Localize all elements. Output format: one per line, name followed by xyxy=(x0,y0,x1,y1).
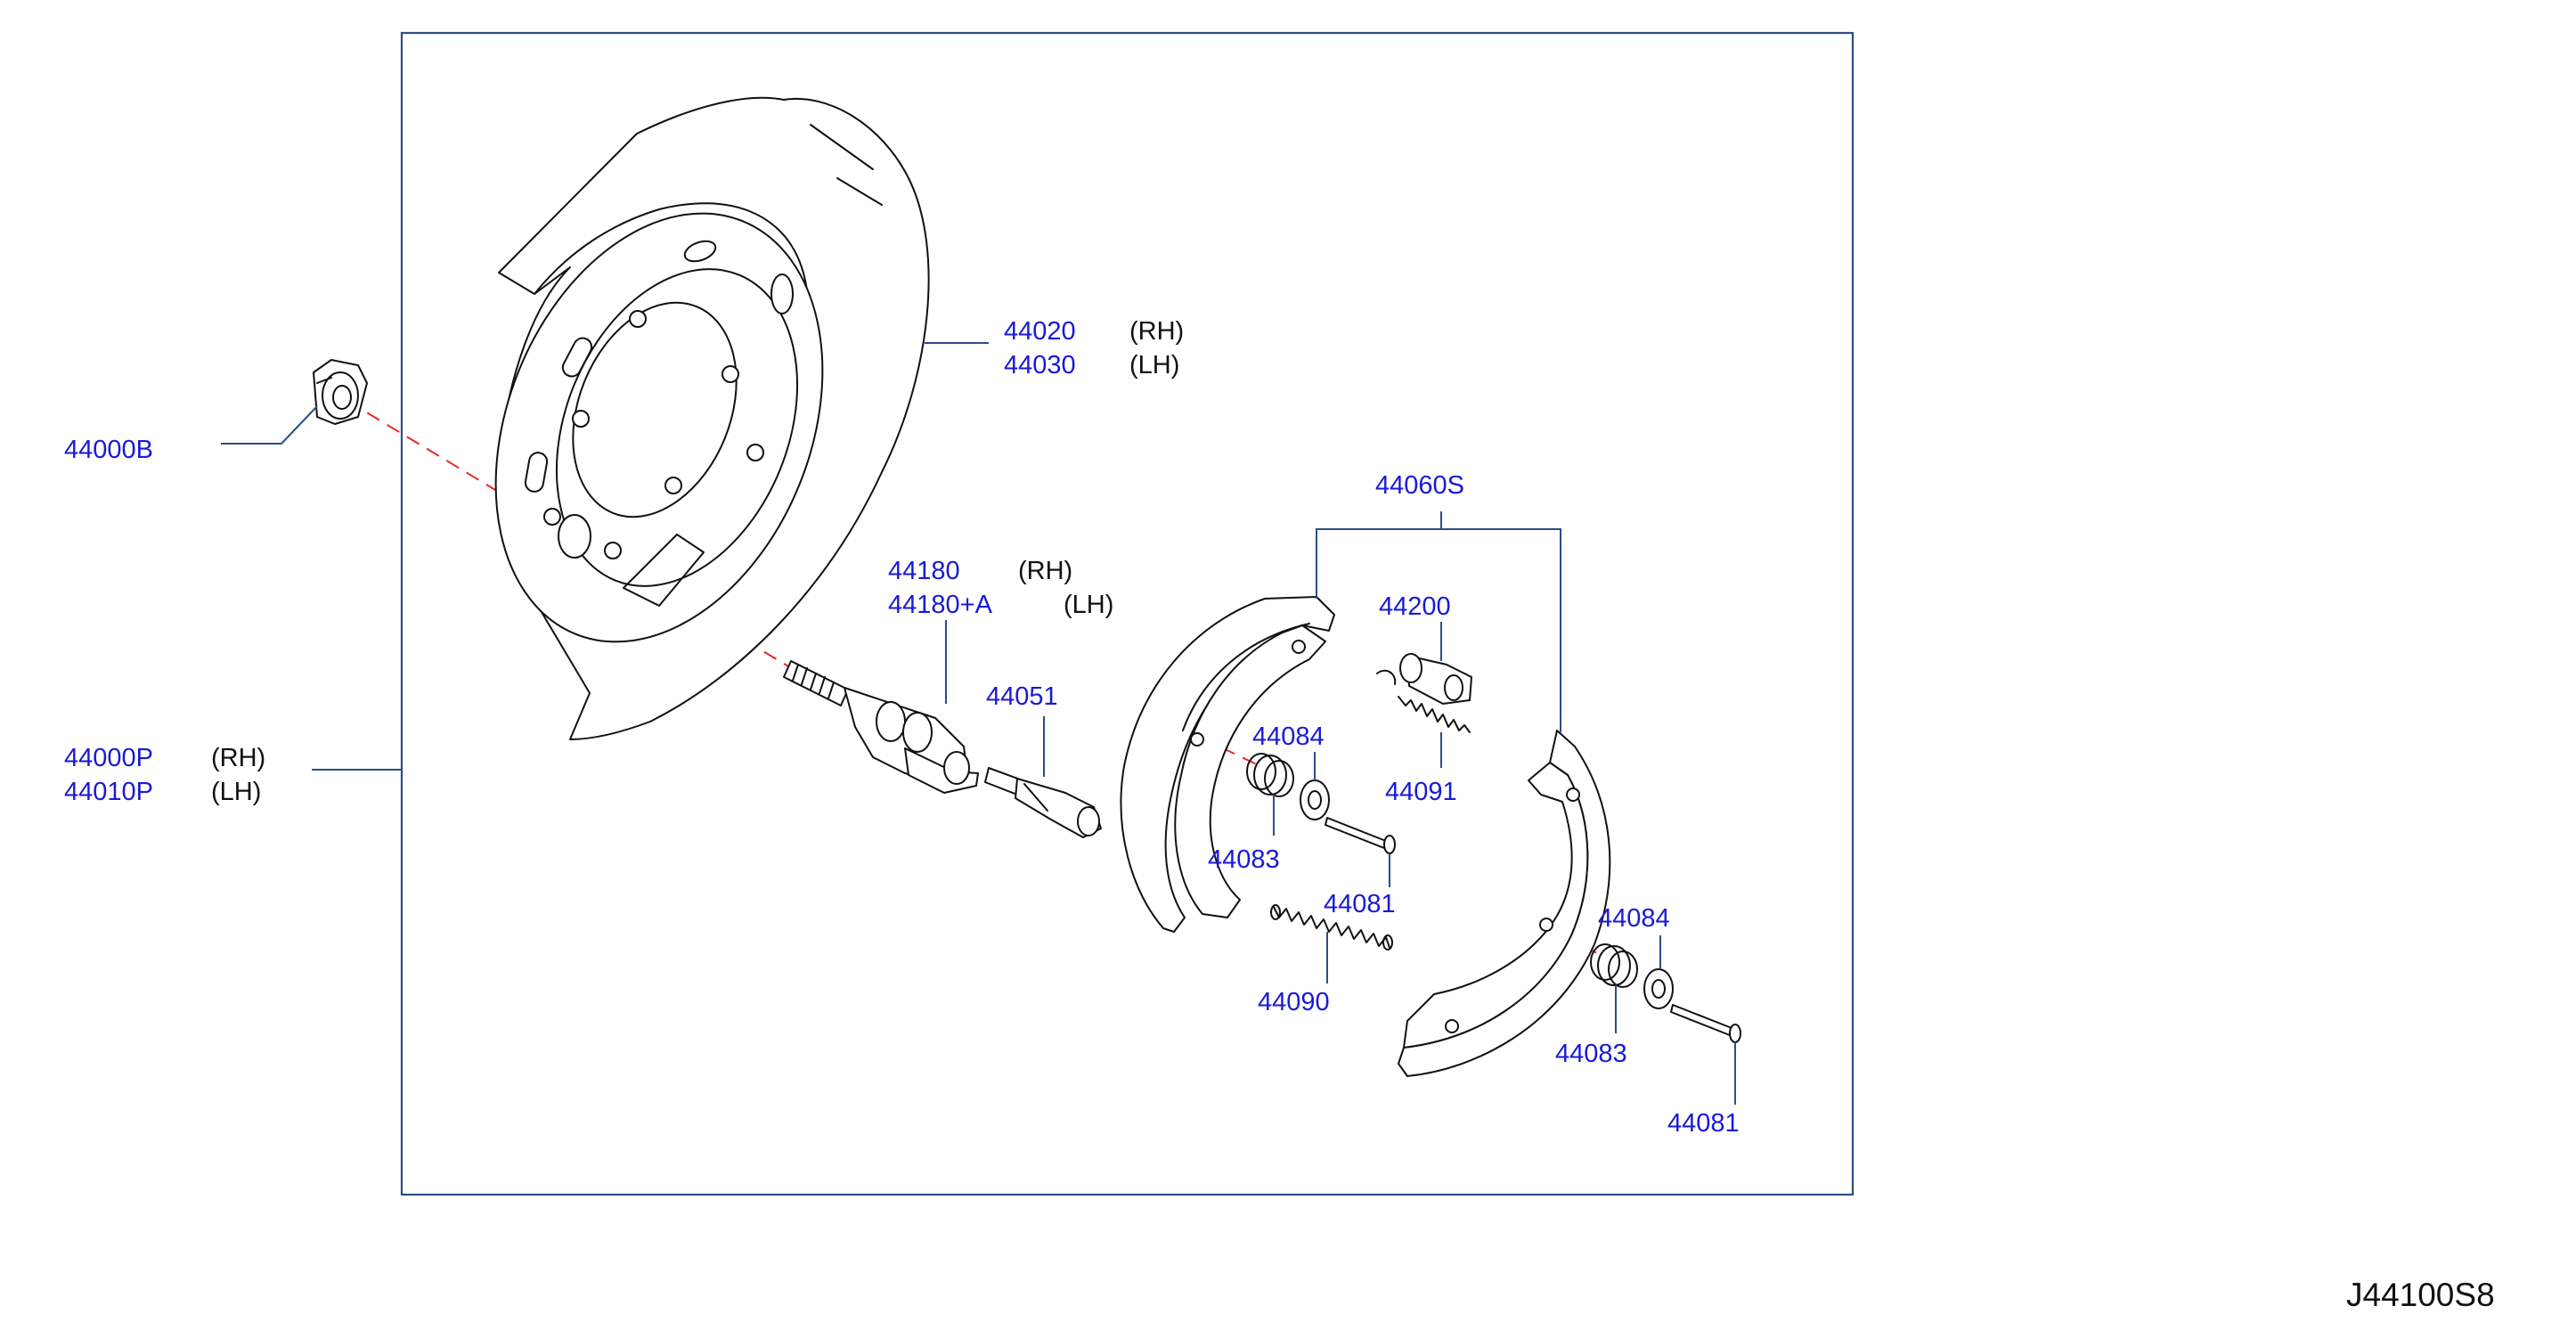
part-label-44091[interactable]: 44091 xyxy=(1385,778,1457,806)
nut-44000B xyxy=(313,359,368,425)
side-label-44030: (LH) xyxy=(1129,351,1179,379)
side-label-44180: (RH) xyxy=(1018,557,1072,585)
part-label-44000B[interactable]: 44000B xyxy=(64,436,153,464)
part-label-44051[interactable]: 44051 xyxy=(986,682,1058,711)
part-label-44020[interactable]: 44020 xyxy=(1004,317,1076,346)
lever-44200 xyxy=(1376,653,1472,705)
part-label-44081-rear[interactable]: 44081 xyxy=(1667,1109,1740,1138)
diagram-code: J44100S8 xyxy=(2346,1277,2495,1313)
part-label-44030[interactable]: 44030 xyxy=(1004,351,1076,379)
pin-44081-rear xyxy=(1670,1004,1741,1043)
part-label-44083-front[interactable]: 44083 xyxy=(1208,845,1280,874)
part-label-44090[interactable]: 44090 xyxy=(1258,988,1330,1016)
backing-plate xyxy=(494,96,930,740)
part-label-44010P[interactable]: 44010P xyxy=(64,778,153,806)
part-label-44084-front[interactable]: 44084 xyxy=(1252,722,1325,751)
part-label-44180[interactable]: 44180 xyxy=(888,557,960,585)
hold-down-spring-44083-rear xyxy=(1590,943,1638,988)
side-label-44020: (RH) xyxy=(1129,317,1184,346)
adjuster-44180 xyxy=(783,660,979,794)
part-label-44083-rear[interactable]: 44083 xyxy=(1555,1040,1627,1068)
retainer-cup-44084-rear xyxy=(1643,968,1674,1009)
side-label-44000P: (RH) xyxy=(211,744,265,772)
part-label-44081-front[interactable]: 44081 xyxy=(1324,890,1396,918)
part-label-44084-rear[interactable]: 44084 xyxy=(1598,904,1670,933)
retainer-cup-44084-front xyxy=(1300,779,1330,820)
strut-44051 xyxy=(984,767,1102,838)
hold-down-spring-44083-front xyxy=(1246,753,1294,797)
part-label-44180A[interactable]: 44180+A xyxy=(888,591,993,619)
side-label-44180A: (LH) xyxy=(1064,591,1113,619)
spring-44091 xyxy=(1398,696,1471,733)
group-frame xyxy=(400,31,1855,1196)
brake-shoe-rear xyxy=(1398,730,1611,1077)
part-label-44200[interactable]: 44200 xyxy=(1379,592,1451,621)
pin-44081-front xyxy=(1325,817,1396,854)
part-label-44000P[interactable]: 44000P xyxy=(64,744,153,772)
part-label-44060S[interactable]: 44060S xyxy=(1375,471,1464,500)
leader-lines xyxy=(221,342,1736,1105)
side-label-44010P: (LH) xyxy=(211,778,261,806)
spring-44090 xyxy=(1270,904,1393,951)
brake-shoe-front xyxy=(1120,596,1335,933)
